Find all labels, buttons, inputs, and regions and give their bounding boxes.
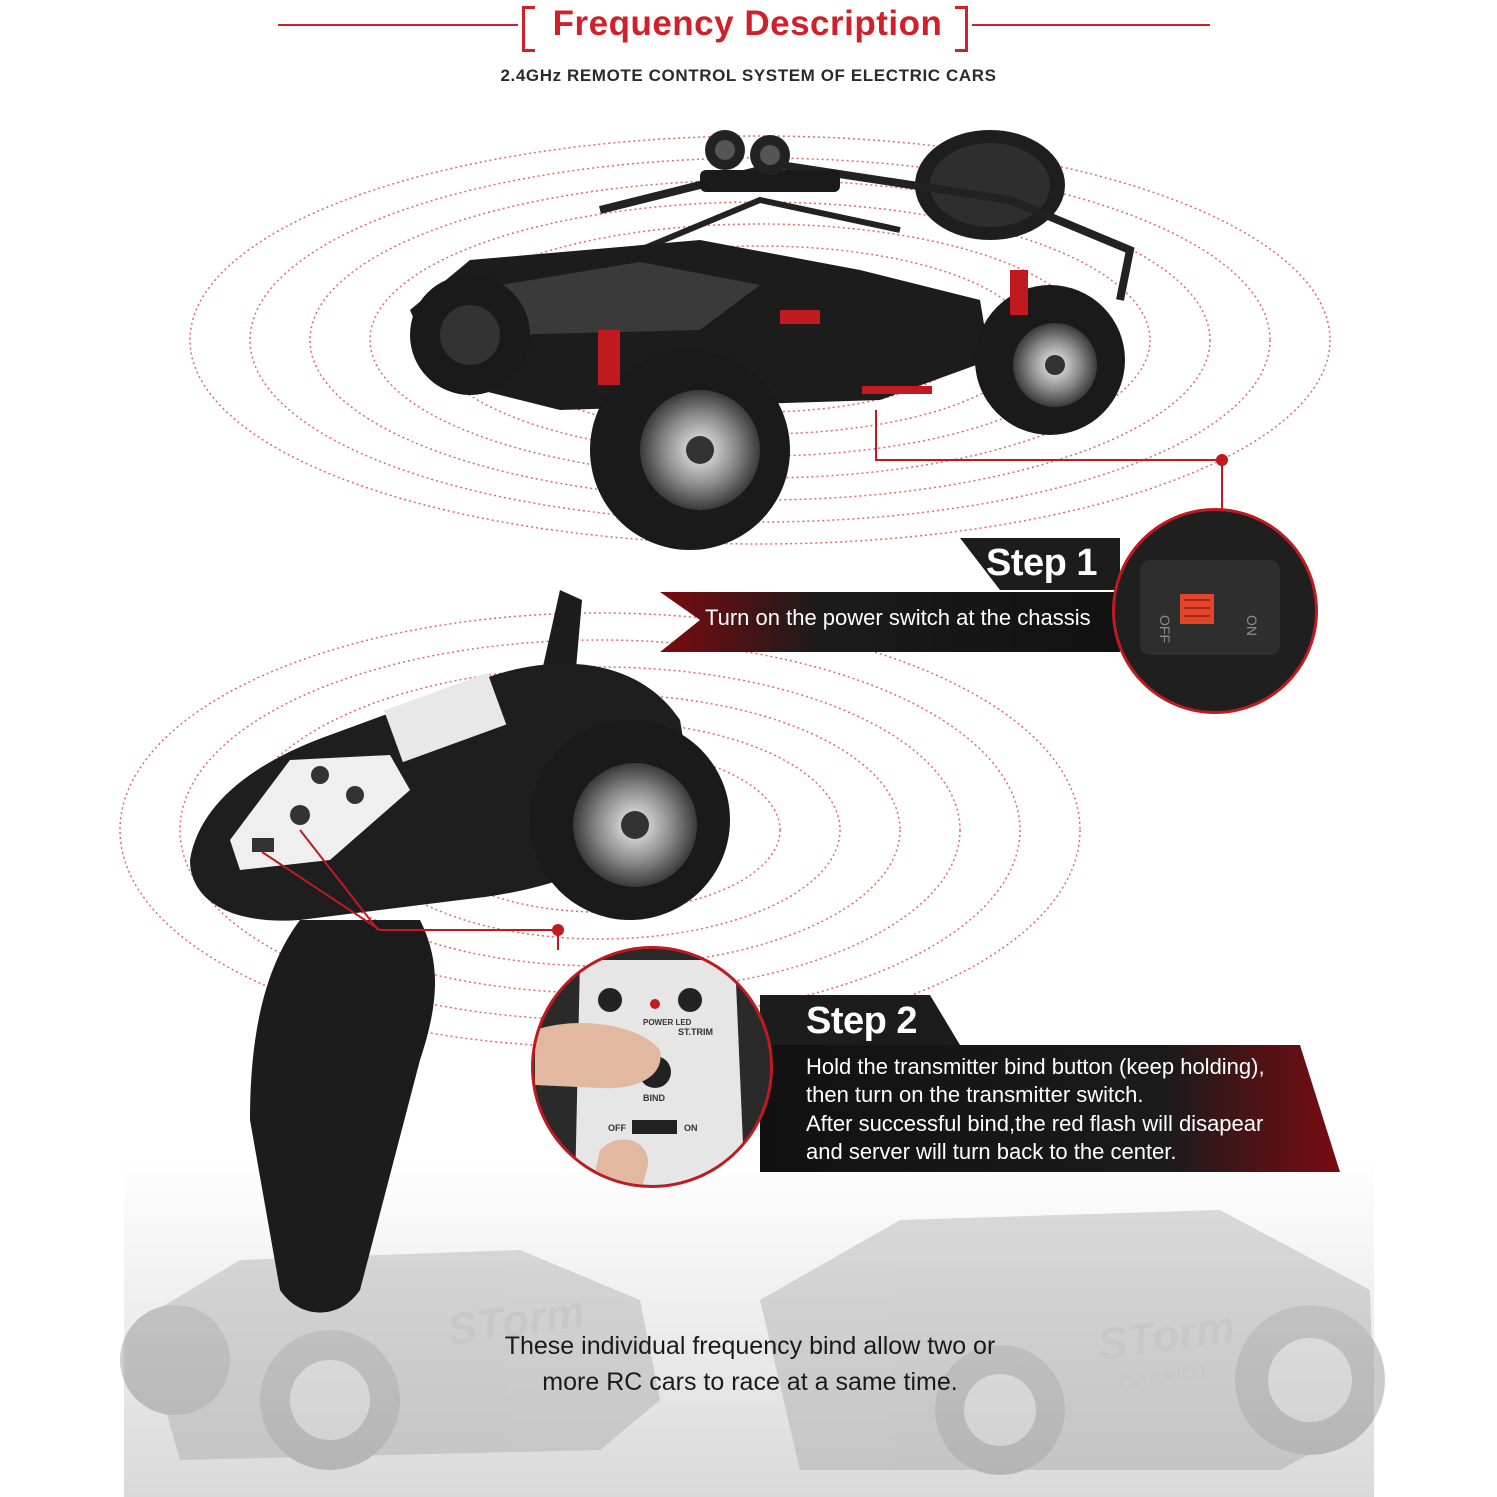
step2-line-1: Hold the transmitter bind button (keep h… <box>806 1054 1265 1079</box>
page-title: Frequency Description <box>552 4 943 43</box>
transmitter-illustration <box>190 590 730 1313</box>
svg-text:POWER LED: POWER LED <box>643 1018 692 1027</box>
step2-inset: POWER LED ST.TRIM BIND OFF ON <box>531 946 773 1188</box>
svg-text:ON: ON <box>684 1123 698 1133</box>
step2-line-2: then turn on the transmitter switch. <box>806 1082 1144 1107</box>
step1-title: Step 1 <box>986 542 1098 584</box>
step1-title-band <box>960 538 1120 590</box>
svg-text:OFF: OFF <box>608 1123 626 1133</box>
page-subtitle: 2.4GHz REMOTE CONTROL SYSTEM OF ELECTRIC… <box>500 66 997 85</box>
svg-text:OFF: OFF <box>1157 615 1173 643</box>
rc-car-illustration <box>410 130 1135 550</box>
svg-text:ST.TRIM: ST.TRIM <box>678 1027 713 1037</box>
title-bracket-right <box>955 6 968 52</box>
step2-banner <box>760 1045 1340 1172</box>
step2-leader-line-2 <box>299 829 379 931</box>
step2-title: Step 2 <box>806 1000 918 1042</box>
step1-banner <box>660 592 1120 652</box>
step1-description: Turn on the power switch at the chassis <box>705 605 1091 630</box>
step2-leader-dot <box>552 924 564 936</box>
title-bracket-left <box>522 6 535 52</box>
footer-caption: These individual frequency bind allow tw… <box>380 1328 1120 1400</box>
step2-line-3: After successful bind,the red flash will… <box>806 1111 1264 1136</box>
step1-leader-line <box>875 410 1223 515</box>
footer-line-1: These individual frequency bind allow tw… <box>504 1332 996 1360</box>
background-car-left <box>120 1250 660 1470</box>
step2-title-band <box>760 995 960 1045</box>
step1-inset: OFF ON <box>1112 508 1318 714</box>
step1-leader-dot <box>1216 454 1228 466</box>
background-car-right <box>760 1210 1385 1475</box>
svg-text:ON: ON <box>1244 615 1260 636</box>
header-rule-right <box>972 24 1210 26</box>
header-rule-left <box>278 24 518 26</box>
step2-leader-line <box>261 851 559 950</box>
step2-line-4: and server will turn back to the center. <box>806 1139 1177 1164</box>
footer-line-2: more RC cars to race at a same time. <box>542 1368 958 1396</box>
svg-text:BIND: BIND <box>643 1093 665 1103</box>
